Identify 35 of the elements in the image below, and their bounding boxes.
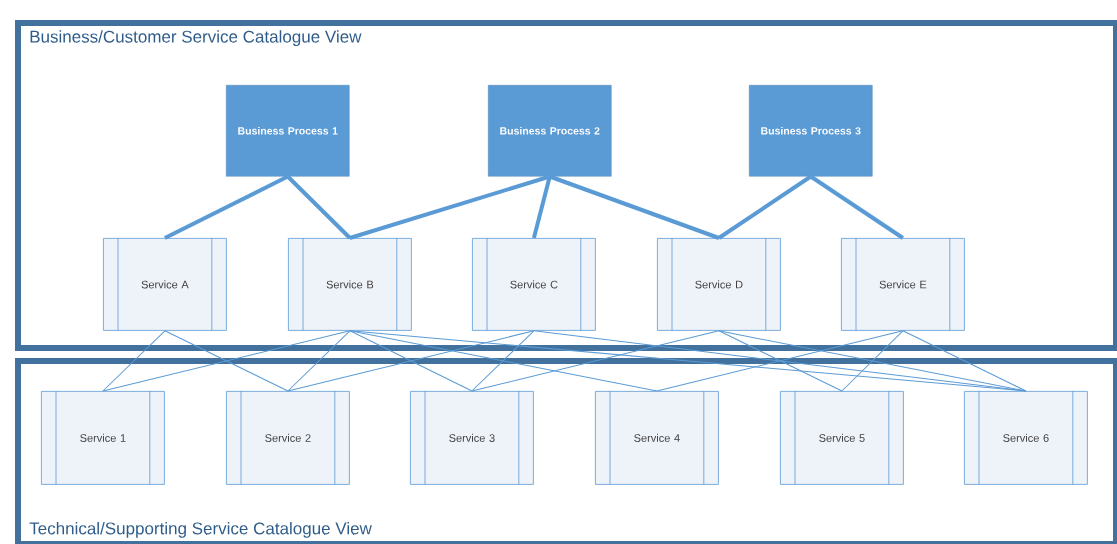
connector-line xyxy=(809,174,904,240)
connector-line xyxy=(718,330,843,392)
connector-line xyxy=(349,330,658,392)
service-box: Service 3 xyxy=(410,390,534,486)
service-box: Service 5 xyxy=(780,390,904,486)
service-box: Service 6 xyxy=(964,390,1088,486)
connector-line xyxy=(164,174,289,240)
connector-line xyxy=(287,330,535,392)
service-box: Service B xyxy=(288,237,412,332)
service-box: Service C xyxy=(472,237,596,332)
service-box: Service A xyxy=(103,237,227,332)
connector-line xyxy=(531,176,552,239)
connector-line xyxy=(102,330,166,392)
service-box: Service 4 xyxy=(595,390,719,486)
connector-line xyxy=(549,174,720,240)
connector-line xyxy=(471,330,535,392)
connector-line xyxy=(717,174,812,240)
connector-line xyxy=(102,330,351,392)
connector-line xyxy=(286,175,352,240)
process-box: Business Process 3 xyxy=(749,85,873,177)
connector-line xyxy=(902,330,1027,392)
process-box: Business Process 2 xyxy=(488,85,612,177)
connector-line xyxy=(656,330,904,392)
connector-line xyxy=(471,330,720,392)
service-box: Service 2 xyxy=(226,390,350,486)
service-box: Service 1 xyxy=(41,390,165,486)
connector-line xyxy=(287,330,351,392)
connector-line xyxy=(164,330,289,392)
connector-line xyxy=(349,330,1027,392)
service-box: Service D xyxy=(657,237,781,332)
connector-line xyxy=(841,330,904,392)
connector-line xyxy=(349,330,473,392)
service-box: Service E xyxy=(841,237,965,332)
process-box: Business Process 1 xyxy=(226,85,350,177)
connector-line xyxy=(349,174,551,240)
